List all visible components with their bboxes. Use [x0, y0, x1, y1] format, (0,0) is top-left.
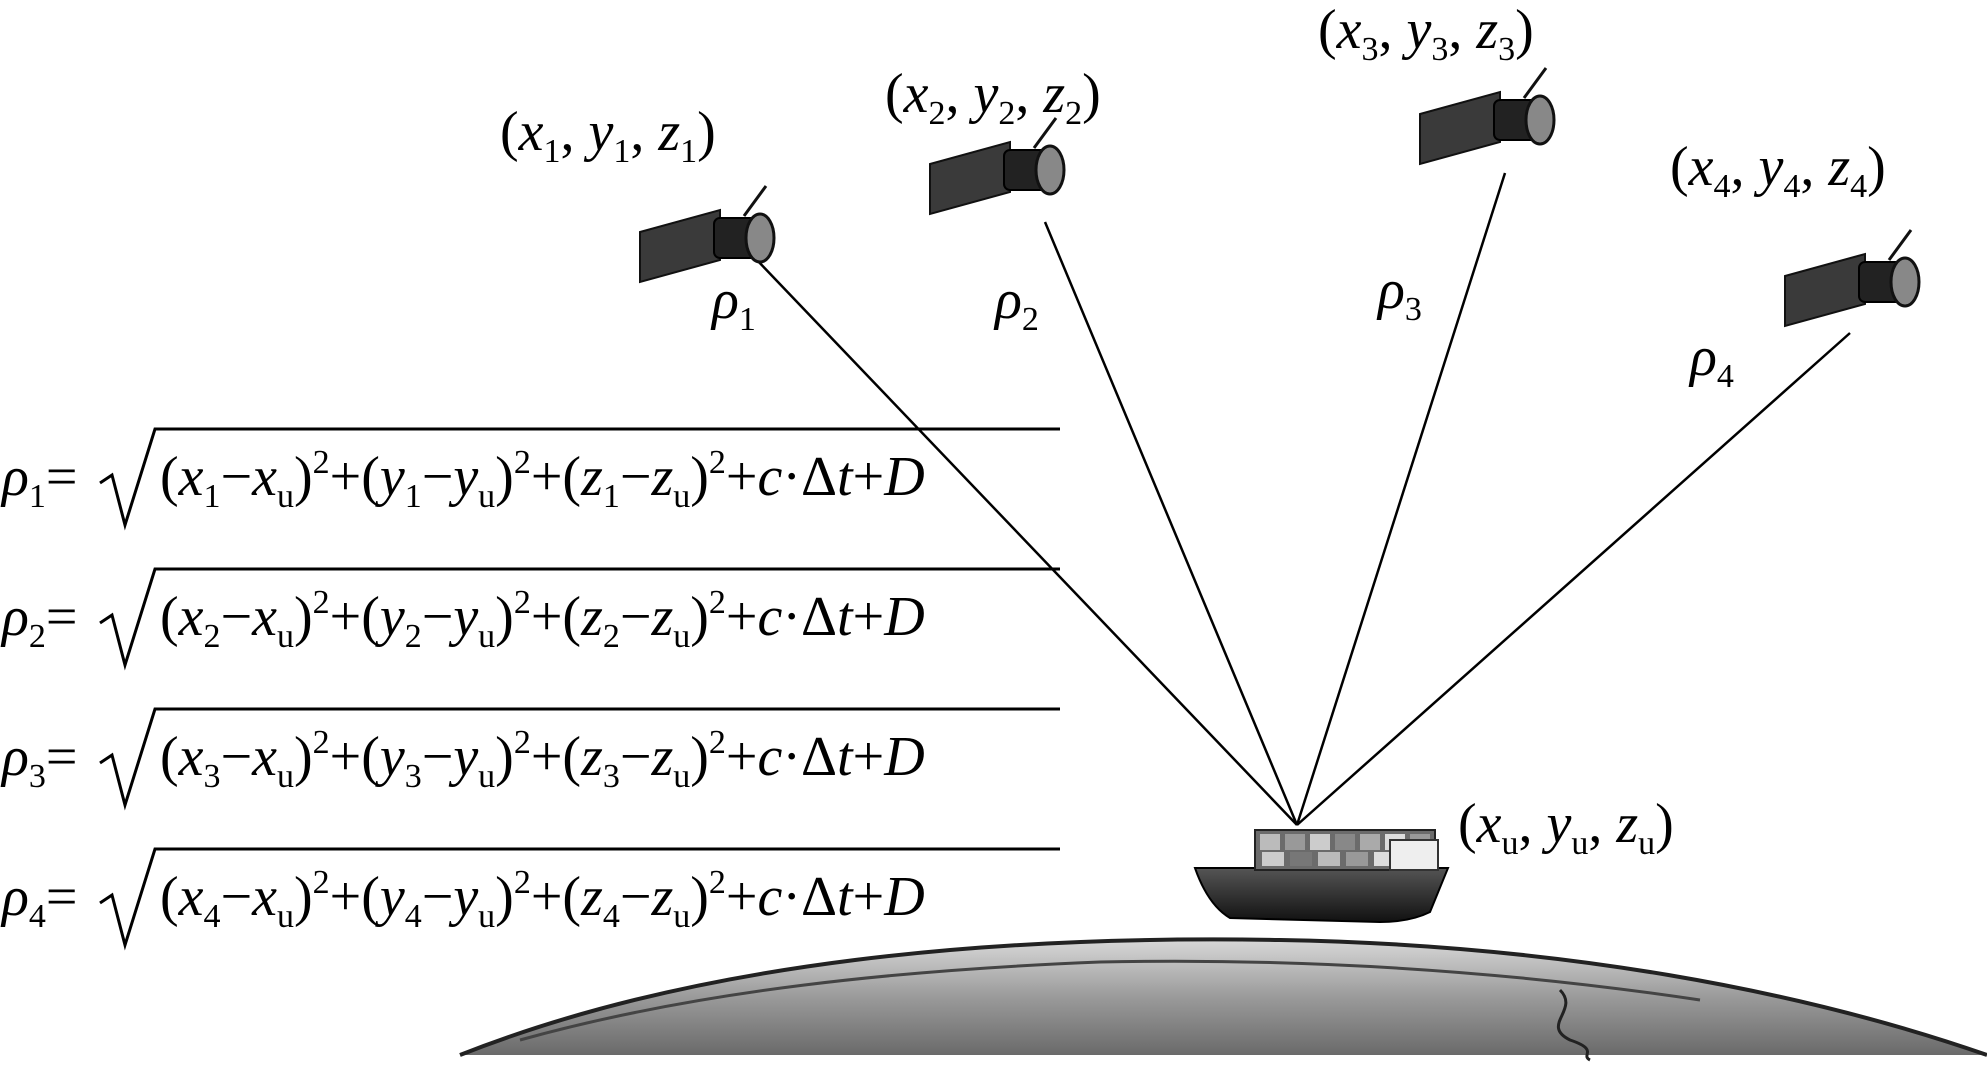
equation-4: ρ4= (x4−xu)2+(y4−yu)2+(z4−zu)2+c·Δt+D [0, 847, 1060, 951]
svg-text:ρ3=: ρ3= [0, 726, 77, 795]
svg-text:(x1−xu)2+(y1−yu)2+(z1−zu)2+c·Δ: (x1−xu)2+(y1−yu)2+(z1−zu)2+c·Δt+D [160, 444, 925, 515]
signal-line-4 [1296, 332, 1851, 826]
equation-1: ρ1= (x1−xu)2+(y1−yu)2+(z1−zu)2+c·Δt+D [0, 427, 1060, 531]
pseudorange-label-3: ρ3 [1376, 259, 1422, 328]
equation-3: ρ3= (x3−xu)2+(y3−yu)2+(z3−zu)2+c·Δt+D [0, 707, 1060, 811]
satellite-1-coordinates: (x1, y1, z1) [500, 101, 716, 170]
svg-text:(x4−xu)2+(y4−yu)2+(z4−zu)2+c·Δ: (x4−xu)2+(y4−yu)2+(z4−zu)2+c·Δt+D [160, 864, 925, 935]
satellite-icon [1418, 66, 1556, 166]
svg-text:ρ4=: ρ4= [0, 866, 77, 935]
pseudorange-label-4: ρ4 [1688, 326, 1734, 395]
satellite-icon [638, 184, 776, 284]
pseudorange-label-2: ρ2 [993, 269, 1039, 338]
satellite-3-coordinates: (x3, y3, z3) [1318, 0, 1534, 68]
ship-receiver [1193, 829, 1450, 924]
pseudorange-label-1: ρ1 [710, 269, 756, 338]
svg-text:ρ2=: ρ2= [0, 586, 77, 655]
svg-text:(x3−xu)2+(y3−yu)2+(z3−zu)2+c·Δ: (x3−xu)2+(y3−yu)2+(z3−zu)2+c·Δt+D [160, 724, 925, 795]
earth-surface [459, 937, 1987, 1062]
receiver-coordinates: (xu, yu, zu) [1458, 793, 1674, 862]
signal-line-3 [1295, 172, 1507, 826]
signal-line-2 [1043, 221, 1299, 826]
satellite-icon [1783, 228, 1921, 328]
satellite-4-coordinates: (x4, y4, z4) [1670, 136, 1886, 205]
satellite-icon [928, 116, 1066, 216]
svg-text:(x2−xu)2+(y2−yu)2+(z2−zu)2+c·Δ: (x2−xu)2+(y2−yu)2+(z2−zu)2+c·Δt+D [160, 584, 925, 655]
signal-lines [754, 172, 1851, 826]
svg-text:ρ1=: ρ1= [0, 446, 77, 515]
satellite-2-coordinates: (x2, y2, z2) [885, 63, 1101, 132]
equation-2: ρ2= (x2−xu)2+(y2−yu)2+(z2−zu)2+c·Δt+D [0, 567, 1060, 671]
pseudorange-equations: ρ1= (x1−xu)2+(y1−yu)2+(z1−zu)2+c·Δt+D ρ2… [0, 427, 1060, 951]
signal-line-1 [754, 257, 1298, 826]
